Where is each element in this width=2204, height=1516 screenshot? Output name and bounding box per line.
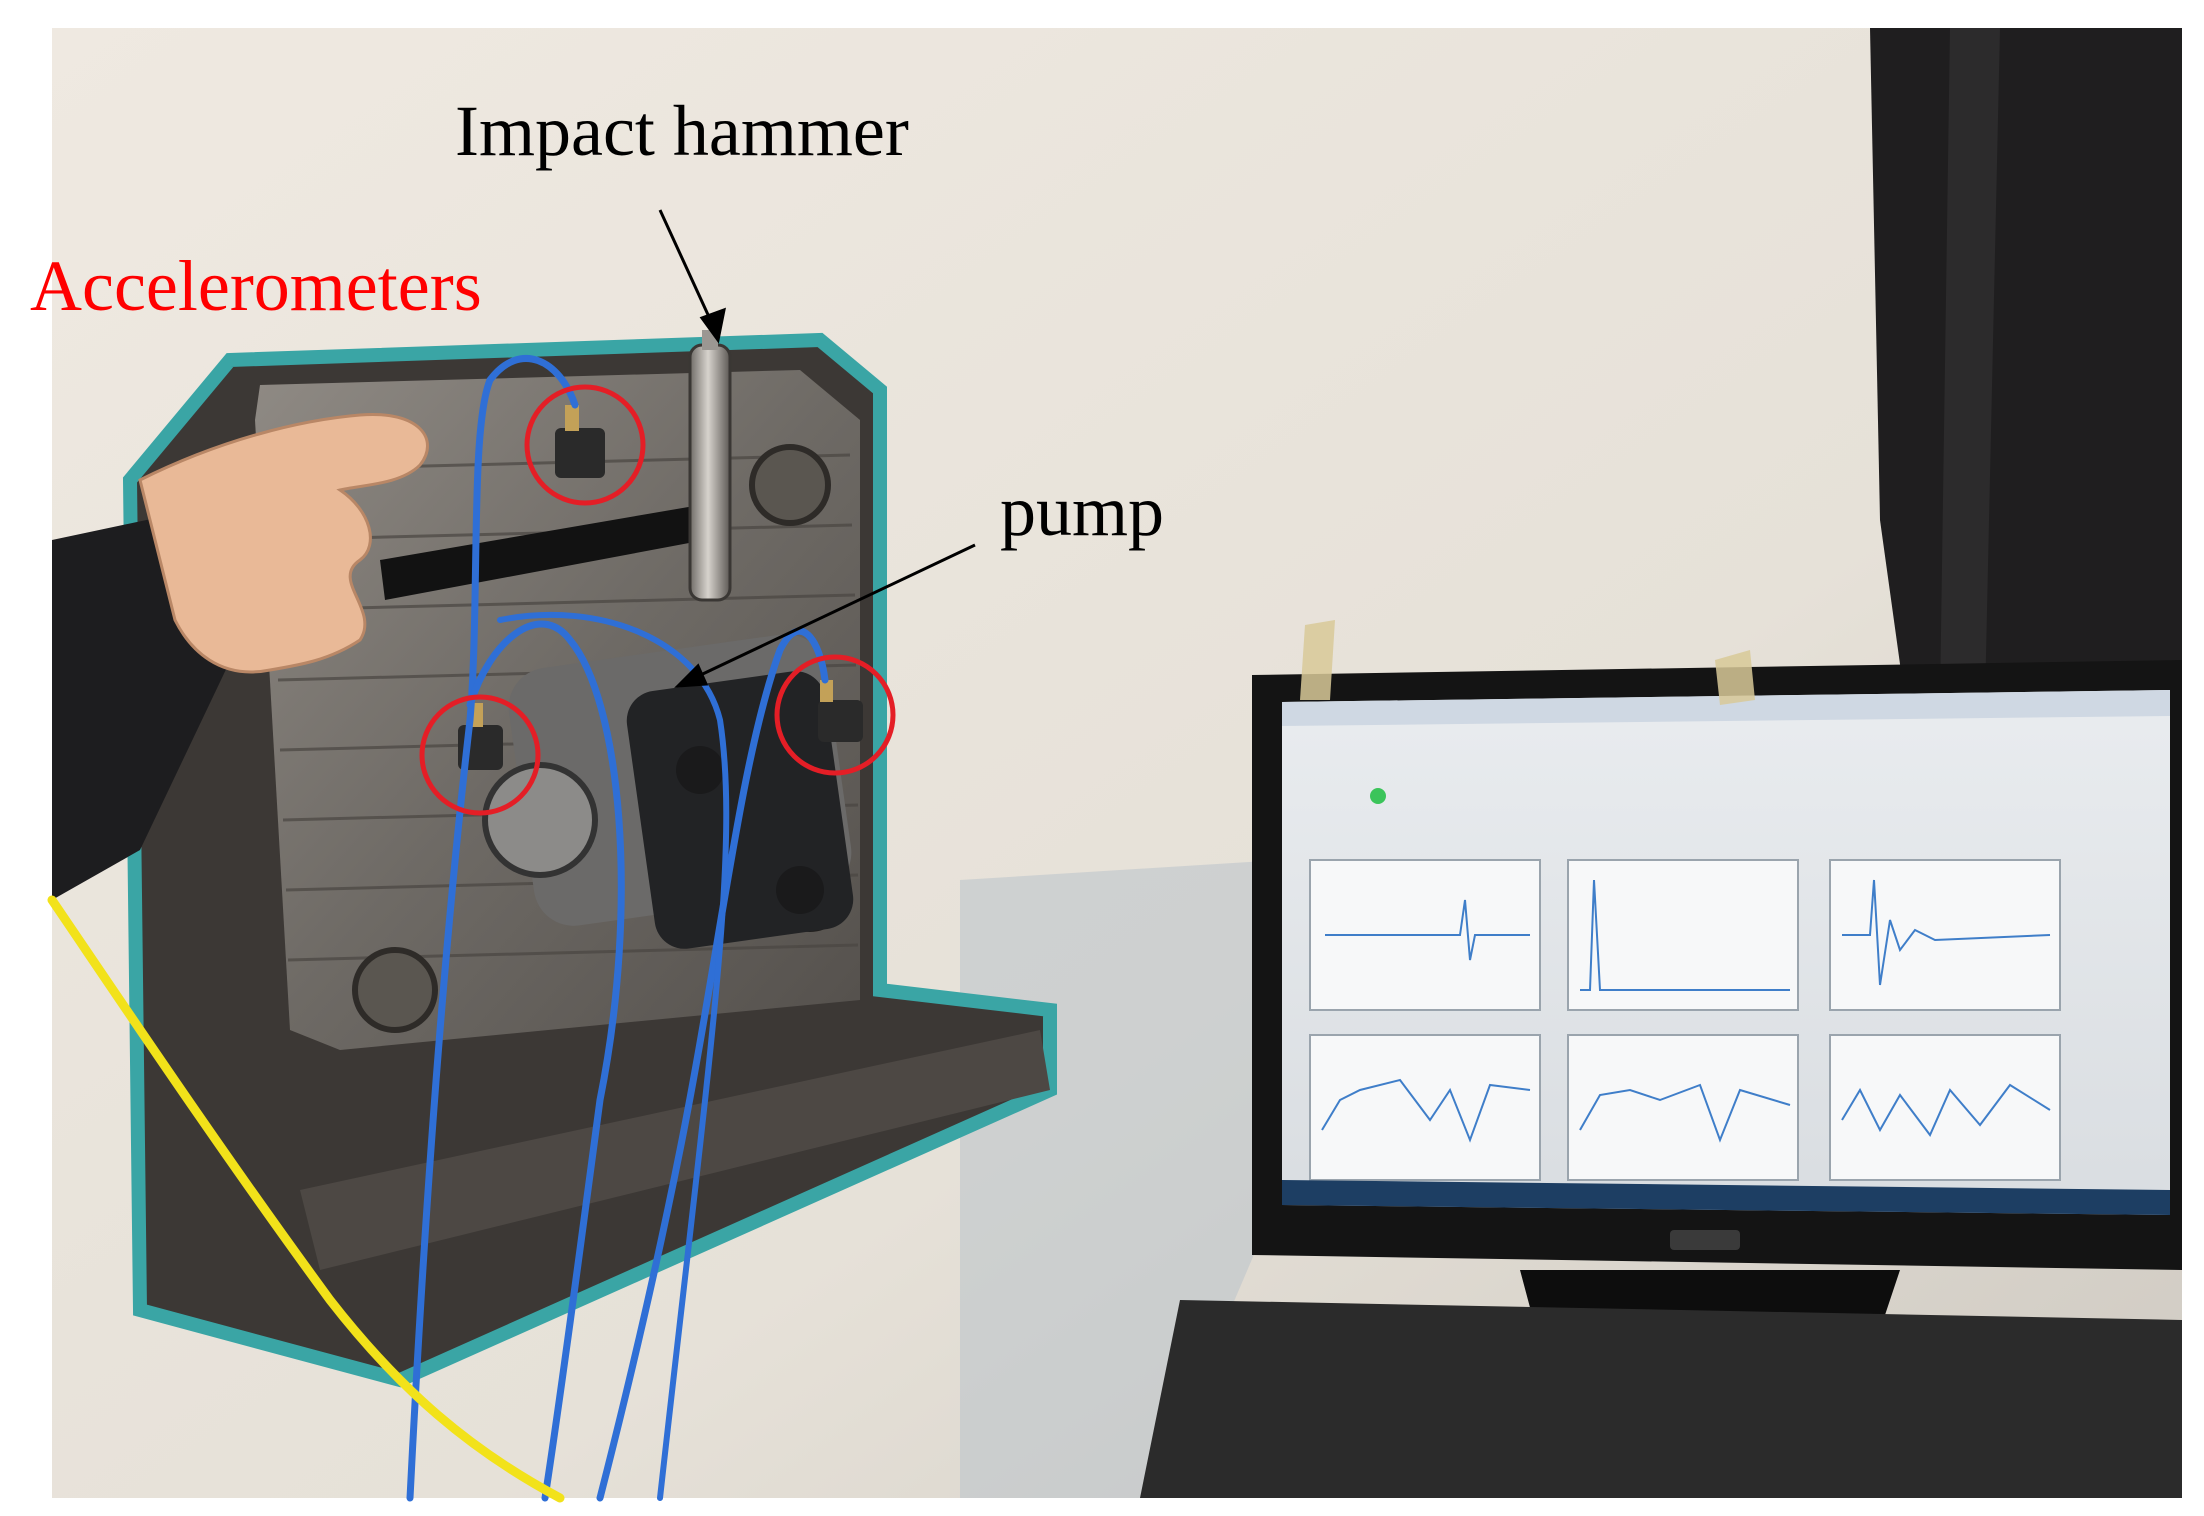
- desk: [1140, 1300, 2182, 1498]
- accelerometer-sensor: [555, 405, 605, 478]
- curtain: [1870, 28, 2182, 700]
- sensor-cable: [596, 627, 829, 1502]
- pump-label: pump: [1000, 471, 1165, 551]
- support-beam: [300, 1030, 1050, 1270]
- tape: [1715, 650, 1755, 705]
- dell-logo-icon: [1670, 1230, 1740, 1250]
- impact-hammer-label: Impact hammer: [455, 91, 909, 171]
- red-circle-marker: [419, 694, 541, 816]
- operator-hand: [52, 412, 429, 900]
- sensor-cable: [466, 620, 625, 1502]
- status-led: [1370, 788, 1386, 804]
- red-circle-marker: [774, 654, 896, 776]
- accelerometers-label: Accelerometers: [30, 246, 482, 326]
- sensor-cable: [497, 611, 730, 1501]
- arrow-to-hammer: [658, 209, 717, 331]
- bolt: [749, 444, 831, 526]
- hammer-cable: [47, 895, 565, 1503]
- accelerometer-sensor: [818, 680, 863, 742]
- arrow-to-pump: [689, 543, 976, 682]
- tape: [1300, 620, 1335, 700]
- red-circle-marker: [524, 384, 646, 506]
- pump-body: [482, 634, 854, 949]
- bolt: [352, 947, 438, 1033]
